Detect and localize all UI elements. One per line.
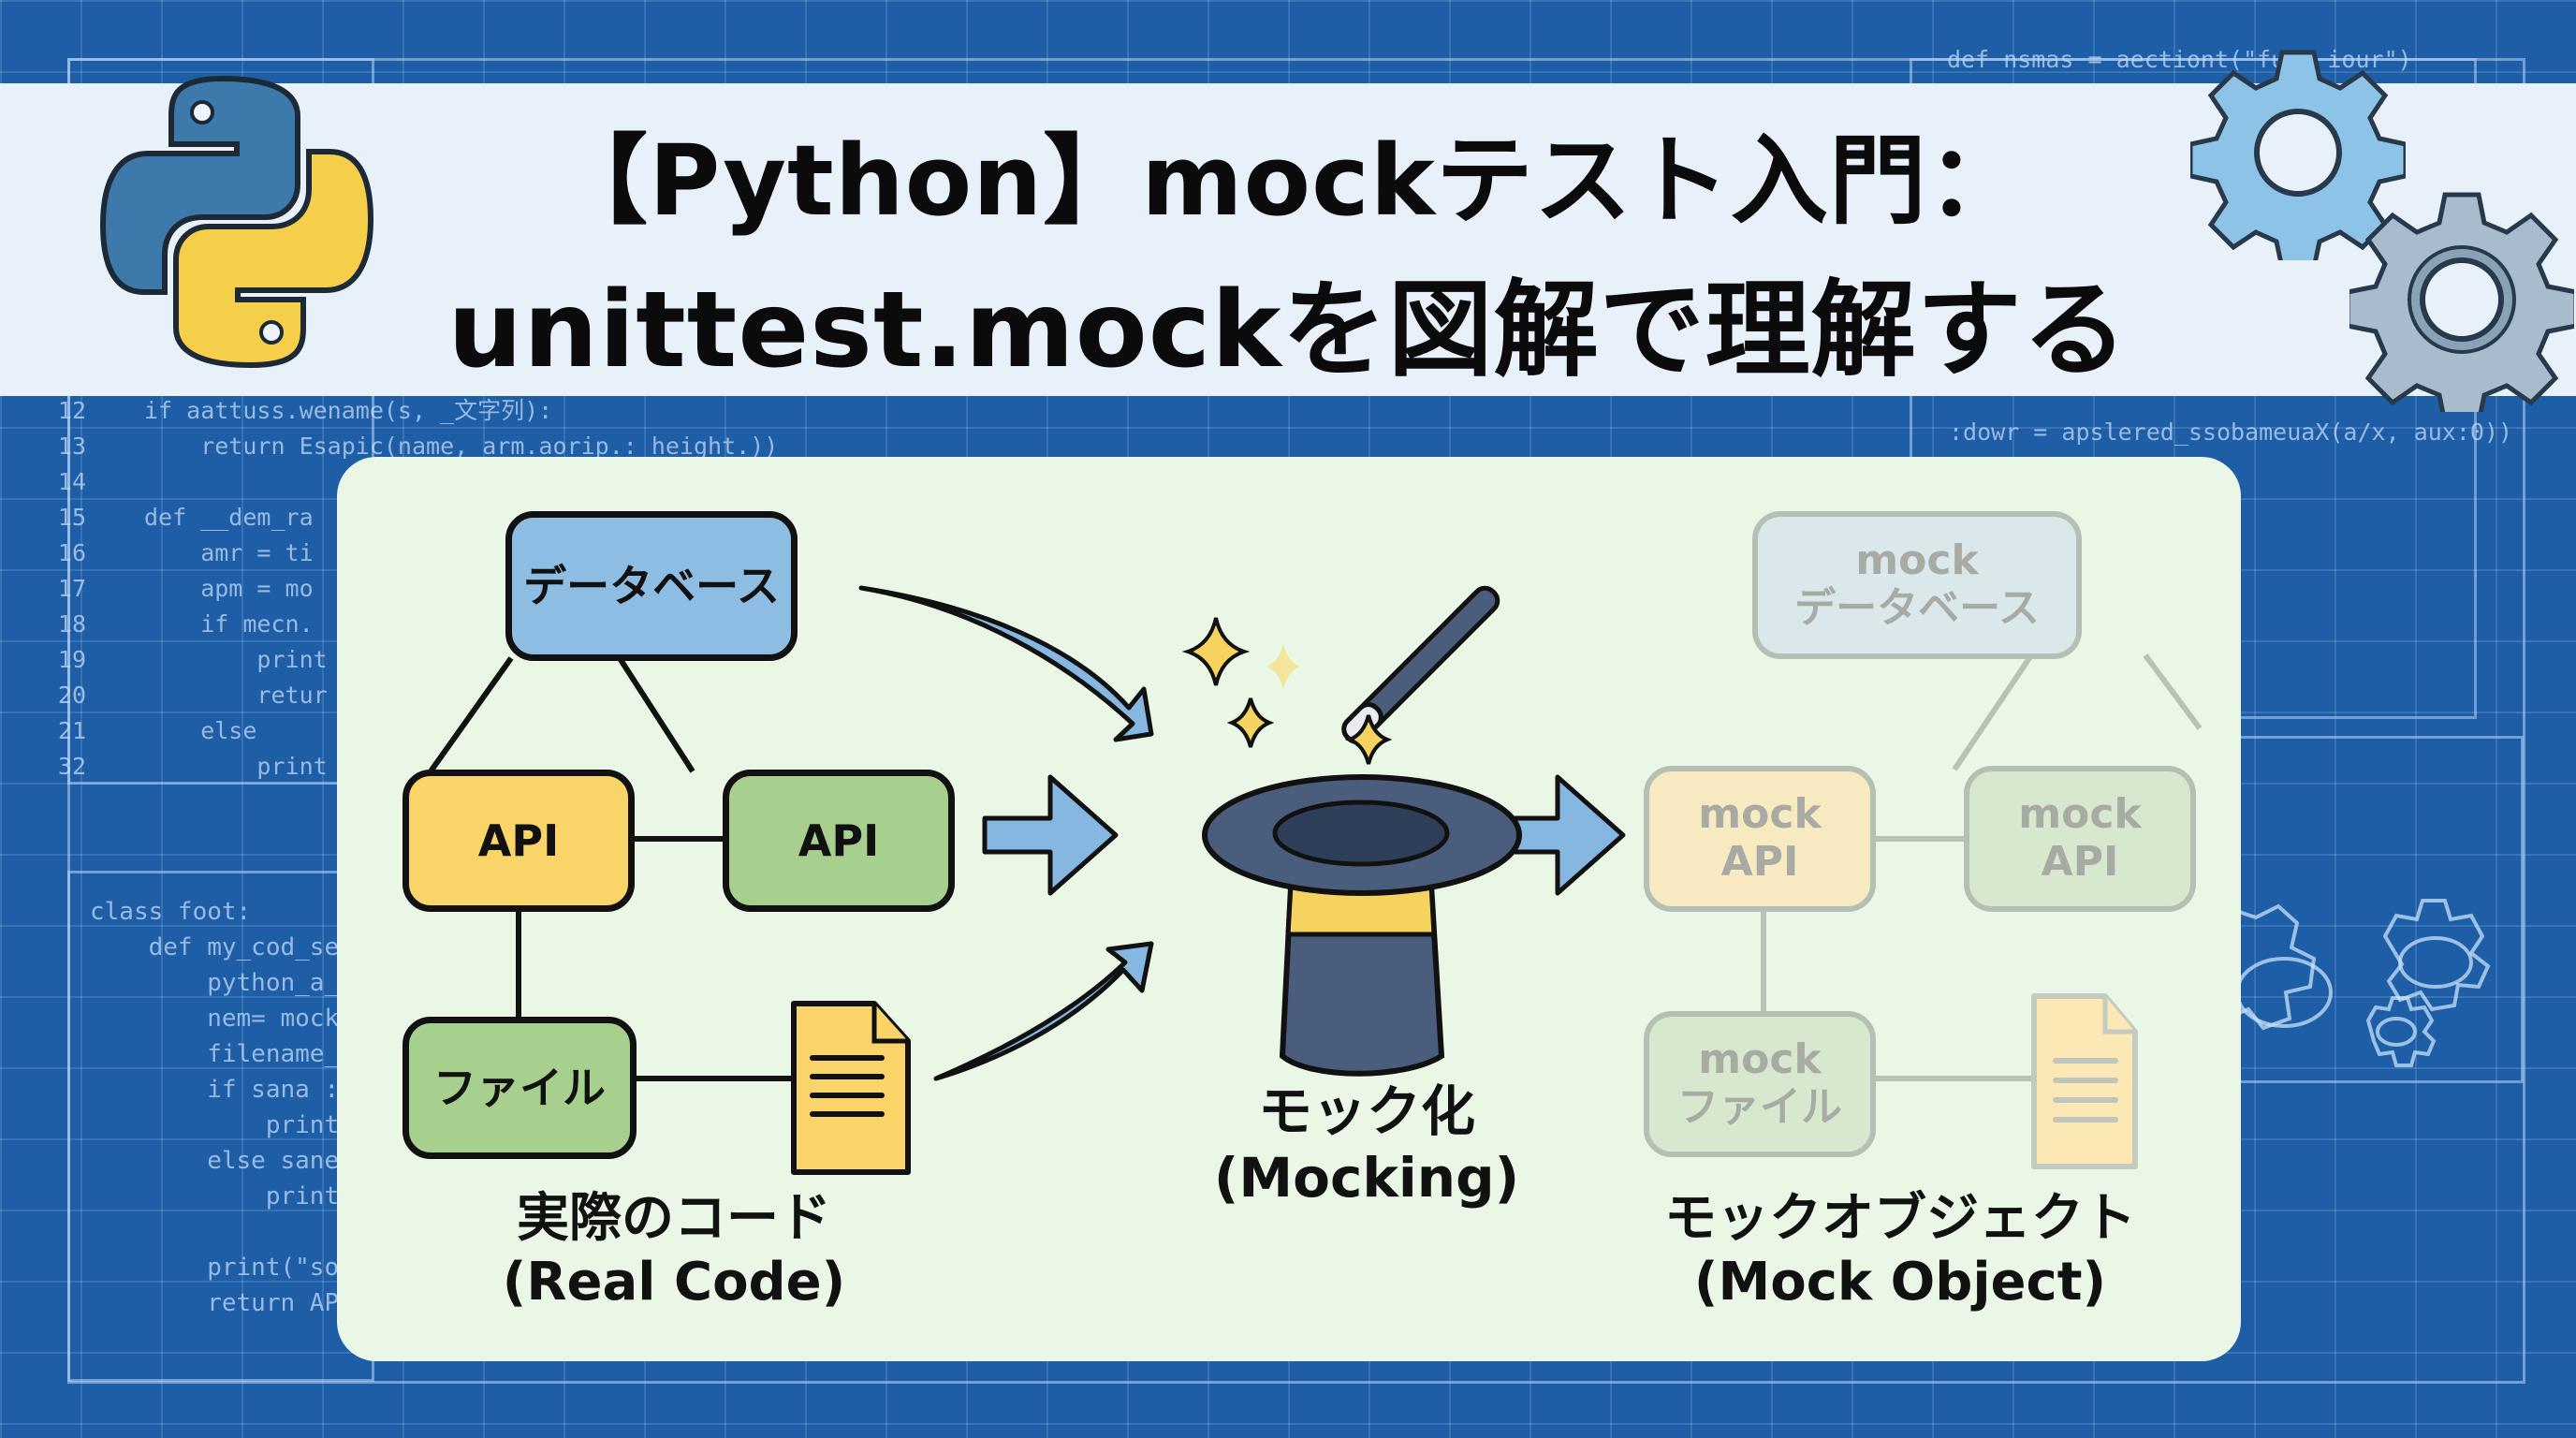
code-line: 16 amr = ti — [30, 536, 778, 571]
caption-mocking: モック化 (Mocking) — [1179, 1078, 1554, 1211]
node-mock-api-right-line-1: mock — [2018, 790, 2142, 839]
gear-icon — [2190, 50, 2406, 260]
code-line: python_a_is — [90, 969, 369, 997]
sparkle-icon — [1344, 714, 1393, 765]
line-number: 17 — [57, 575, 86, 602]
node-mock-api-right: mock API — [1964, 766, 2196, 912]
arrow-right-icon — [858, 585, 1154, 742]
node-file: ファイル — [402, 1017, 637, 1159]
code-line: 19 print — [30, 642, 778, 678]
document-icon — [2031, 993, 2138, 1169]
node-file-label: ファイル — [433, 1062, 606, 1113]
code-line: 32 print — [30, 749, 778, 785]
code-text: retur — [144, 682, 328, 709]
code-line: 20 retur — [30, 678, 778, 713]
code-text: def __dem_ra — [144, 504, 314, 531]
node-mock-database-line-1: mock — [1855, 536, 1979, 585]
code-line: print("soud — [90, 1254, 369, 1282]
arrow-right-icon — [933, 941, 1154, 1081]
code-block-bottom-left: class foot: def my_cod_set python_a_is n… — [90, 894, 368, 1321]
gear-icon — [2228, 899, 2491, 1067]
code-line: print(" — [90, 1182, 369, 1211]
code-text: print — [144, 646, 328, 673]
line-number: 12 — [57, 397, 86, 424]
caption-mock-object-line-1: モックオブジェクト — [1664, 1188, 2136, 1249]
code-line: return API) — [90, 1289, 369, 1317]
code-line — [90, 1214, 368, 1250]
code-text: if aattuss.wename(s, _文字列): — [144, 397, 553, 424]
code-line: else sane: — [90, 1147, 369, 1175]
code-line: 15 def __dem_ra — [30, 500, 778, 536]
line-number: 13 — [57, 433, 86, 460]
sparkle-icon — [1181, 617, 1251, 686]
code-line: nem= mock(m — [90, 1005, 369, 1033]
code-block-top-left: 12 if aattuss.wename(s, _文字列): 13 return E… — [30, 393, 778, 785]
python-logo-icon — [99, 75, 374, 369]
code-text: apm = mo — [144, 575, 314, 602]
page-title-line-1: 【Python】mockテスト入門： — [550, 124, 2026, 238]
line-number: 19 — [57, 646, 86, 673]
code-line: :dowr = apslered_ssobameuaX(a/x, aux:0)) — [1949, 418, 2513, 446]
node-database-label: データベース — [523, 560, 780, 611]
code-line: 13 return Esapic(name, arm.aorip.: heigh… — [30, 429, 778, 464]
arrow-right-icon — [982, 774, 1119, 896]
sparkle-icon — [1226, 697, 1275, 748]
caption-mocking-line-1: モック化 — [1257, 1079, 1475, 1143]
node-mock-api-left: mock API — [1644, 766, 1876, 912]
caption-real-code-line-1: 実際のコード — [517, 1188, 831, 1249]
code-line: 14 — [30, 464, 778, 500]
line-number: 15 — [57, 504, 86, 531]
code-text: else — [144, 717, 257, 744]
code-text: print — [144, 753, 328, 780]
line-number: 32 — [57, 753, 86, 780]
node-mock-database: mock データベース — [1752, 511, 2082, 659]
node-api-left-label: API — [477, 814, 560, 866]
caption-real-code-line-2: (Real Code) — [502, 1252, 846, 1313]
code-line: def my_cod_set — [90, 933, 354, 961]
code-line: 17 apm = mo — [30, 571, 778, 607]
node-mock-api-left-line-1: mock — [1698, 790, 1822, 839]
code-line: print(" — [90, 1111, 369, 1139]
code-line: 18 if mecn. — [30, 607, 778, 642]
code-text: amr = ti — [144, 539, 314, 566]
caption-mock-object-line-2: (Mock Object) — [1693, 1252, 2107, 1313]
code-line: filename_ta — [90, 1040, 369, 1068]
title-banner — [0, 83, 2576, 396]
node-mock-database-line-2: データベース — [1794, 584, 2040, 632]
line-number: 16 — [57, 539, 86, 566]
node-api-left: API — [402, 770, 635, 912]
blueprint-frame-code-top — [67, 58, 374, 785]
code-line: 21 else — [30, 713, 778, 749]
node-api-right: API — [723, 770, 955, 912]
line-number: 18 — [57, 610, 86, 638]
code-line: if sana := — [90, 1076, 369, 1104]
node-mock-file-line-1: mock — [1698, 1035, 1822, 1084]
code-line: def nsmas = aectiont("fur iour") — [1947, 46, 2412, 73]
magic-top-hat-icon — [1202, 774, 1522, 1077]
node-database: データベース — [505, 511, 798, 661]
node-api-right-label: API — [798, 814, 880, 866]
node-mock-file: mock ファイル — [1644, 1011, 1876, 1157]
node-mock-api-left-line-2: API — [1720, 838, 1799, 886]
node-mock-file-line-2: ファイル — [1677, 1083, 1842, 1131]
caption-mock-object: モックオブジェクト (Mock Object) — [1582, 1187, 2218, 1315]
line-number: 21 — [57, 717, 86, 744]
document-icon — [791, 1001, 911, 1175]
line-number: 14 — [57, 468, 86, 495]
code-line: 12 if aattuss.wename(s, _文字列): — [30, 393, 778, 429]
caption-real-code: 実際のコード (Real Code) — [393, 1187, 955, 1315]
page-title-line-2: unittest.mockを図解で理解する — [447, 270, 2129, 391]
code-text: if mecn. — [144, 610, 314, 638]
line-number: 20 — [57, 682, 86, 709]
code-block-top-right: def nsmas = aectiont("fur iour") — [1947, 42, 2412, 78]
code-text: return Esapic(name, arm.aorip.: height.)… — [144, 433, 779, 460]
gear-icon — [2349, 192, 2574, 412]
node-mock-api-right-line-2: API — [2041, 838, 2119, 886]
diagram-panel: データベース API API ファイル 実際のコード (Real Code) モ… — [337, 457, 2241, 1361]
caption-mocking-line-2: (Mocking) — [1213, 1145, 1520, 1210]
sparkle-icon — [1266, 644, 1300, 689]
code-line: class foot: — [90, 898, 252, 926]
